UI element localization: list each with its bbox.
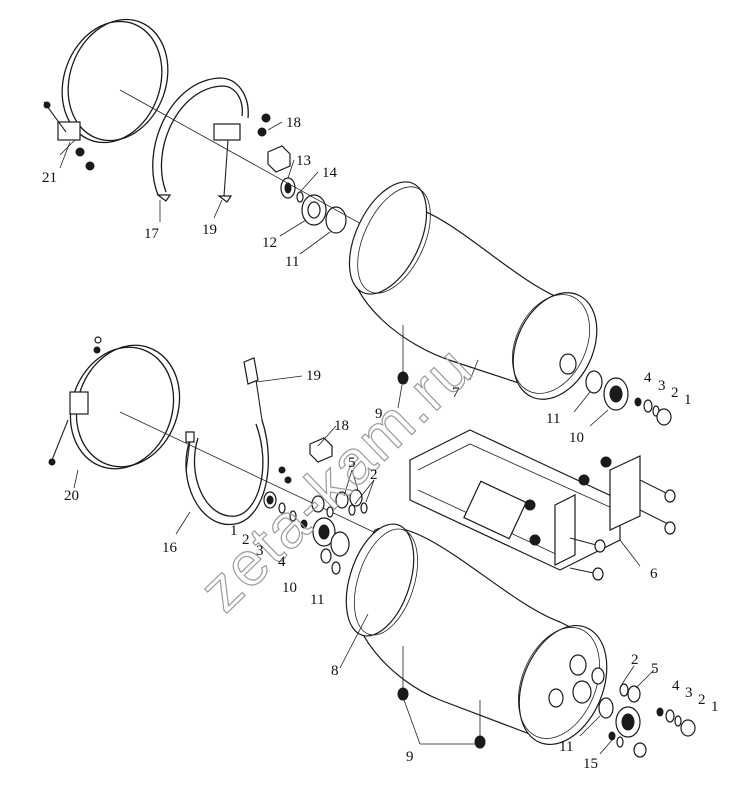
- callout-18-middle: 18: [334, 418, 349, 434]
- callout-5-bottom: 5: [651, 661, 659, 677]
- half-clamp-16: [185, 357, 333, 526]
- callout-1-middle: 1: [230, 523, 238, 539]
- callout-2-middle-right: 2: [370, 467, 378, 483]
- fitting-10-11-middle: [312, 517, 350, 575]
- callout-11-middle: 11: [310, 592, 324, 608]
- callout-15: 15: [583, 756, 598, 772]
- callout-11-bottom: 11: [559, 739, 573, 755]
- air-receiver-8: [345, 523, 608, 749]
- callout-labels: 21 17 19 18 13 14 12 11 7 9 11 10 4 3 2 …: [42, 115, 719, 772]
- callout-21: 21: [42, 170, 57, 186]
- callout-13: 13: [296, 153, 311, 169]
- callout-4-top: 4: [644, 370, 652, 386]
- callout-17: 17: [144, 226, 160, 242]
- callout-19-top: 19: [202, 222, 217, 238]
- callout-6: 6: [650, 566, 658, 582]
- nuts-and-block-18: [257, 113, 291, 173]
- callout-5-middle: 5: [348, 455, 356, 471]
- callout-2-middle: 2: [242, 532, 250, 548]
- axis-line-middle: [119, 411, 381, 536]
- air-receiver-7: [348, 181, 598, 400]
- callout-14: 14: [322, 165, 338, 181]
- callout-4-bottom: 4: [672, 678, 680, 694]
- callout-18-top: 18: [286, 115, 301, 131]
- callout-3-middle: 3: [256, 543, 264, 559]
- fitting-stack-bottom-right: [598, 683, 696, 758]
- callout-4-middle: 4: [278, 554, 286, 570]
- callout-11-right-top: 11: [546, 411, 560, 427]
- callout-10-right-top: 10: [569, 430, 584, 446]
- clamp-band-20: [48, 336, 181, 470]
- mounting-bracket-6: [409, 429, 676, 581]
- half-clamp-17: [152, 77, 249, 203]
- callout-16: 16: [162, 540, 178, 556]
- callout-20: 20: [64, 488, 79, 504]
- callout-1-top: 1: [684, 392, 692, 408]
- callout-11-top: 11: [285, 254, 299, 270]
- callout-19-middle: 19: [306, 368, 321, 384]
- callout-8: 8: [331, 663, 339, 679]
- callout-10-middle: 10: [282, 580, 297, 596]
- leader-lines: [59, 121, 655, 755]
- callout-7: 7: [452, 385, 460, 401]
- fitting-stack-top-right: [585, 370, 672, 426]
- callout-2-bottom-right: 2: [698, 692, 706, 708]
- axis-line-top: [119, 89, 391, 241]
- callout-9-top: 9: [375, 406, 383, 422]
- callout-3-bottom: 3: [685, 685, 693, 701]
- callout-1-bottom: 1: [711, 699, 719, 715]
- fitting-stack-middle-left: [263, 491, 308, 529]
- callout-2-top: 2: [671, 385, 679, 401]
- callout-12: 12: [262, 235, 277, 251]
- callout-2-bottom: 2: [631, 652, 639, 668]
- clamp-band-21: [43, 18, 169, 171]
- fitting-stack-middle-5-2: [311, 489, 368, 518]
- callout-9-bottom: 9: [406, 749, 414, 765]
- callout-3-top: 3: [658, 378, 666, 394]
- fitting-13-14-12: [280, 177, 347, 234]
